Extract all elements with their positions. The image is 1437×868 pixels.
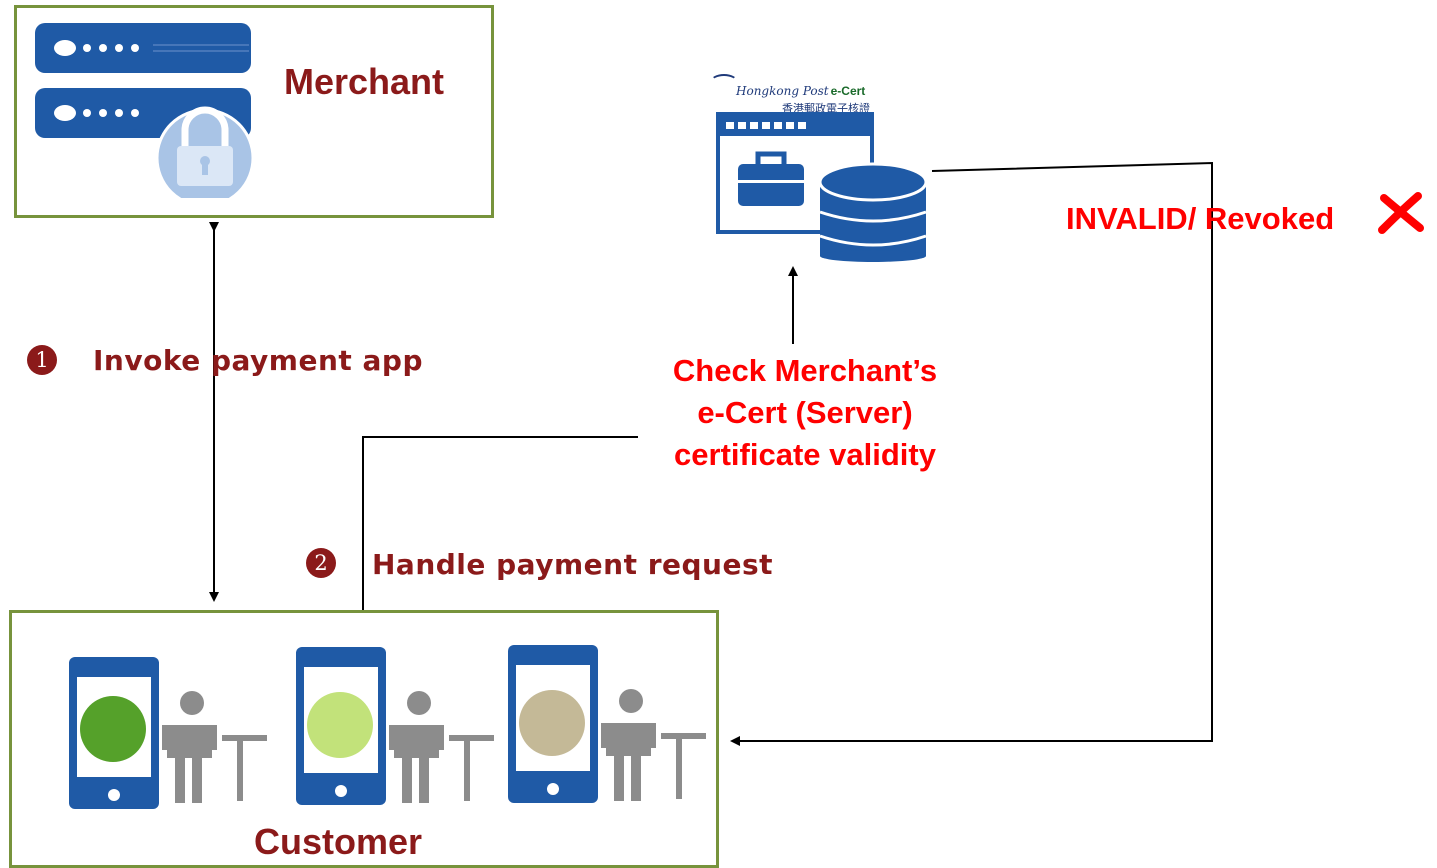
customer-label: Customer xyxy=(254,821,423,862)
merchant-label: Merchant xyxy=(284,61,445,102)
line-customer-to-check xyxy=(362,436,638,610)
customer-phone-icon xyxy=(296,647,494,805)
merchant-server-icon xyxy=(35,23,255,198)
hkpost-logo-zh: 香港郵政電子核證 xyxy=(782,102,870,115)
check-line-1: Check Merchant’s xyxy=(672,353,938,388)
line-ecert-to-customer xyxy=(730,161,1213,746)
hkpost-logo-brand: e-Cert xyxy=(830,84,866,98)
customer-phone-icon xyxy=(69,657,267,815)
check-line-2: e-Cert (Server) xyxy=(697,395,913,430)
database-icon xyxy=(818,162,928,262)
hkpost-swirl-icon xyxy=(710,74,738,90)
check-line-3: certificate validity xyxy=(674,437,936,472)
customer-box: Customer xyxy=(9,610,719,868)
invalid-revoked-label: INVALID/ Revoked xyxy=(1066,201,1335,236)
briefcase-icon xyxy=(738,151,804,206)
ecert-server-icon xyxy=(716,112,928,262)
hkpost-logo-en: Hongkong Post xyxy=(736,84,829,98)
check-validity-text: Check Merchant’s e-Cert (Server) certifi… xyxy=(620,350,990,476)
step-2-badge: 2 xyxy=(306,548,336,578)
step-2-label: Handle payment request xyxy=(372,548,774,581)
customer-phone-icon xyxy=(508,645,706,803)
step-1-badge: 1 xyxy=(27,345,57,375)
step-1-label: Invoke payment app xyxy=(93,344,423,377)
cross-icon xyxy=(1378,192,1424,234)
merchant-box: Merchant xyxy=(14,5,494,218)
